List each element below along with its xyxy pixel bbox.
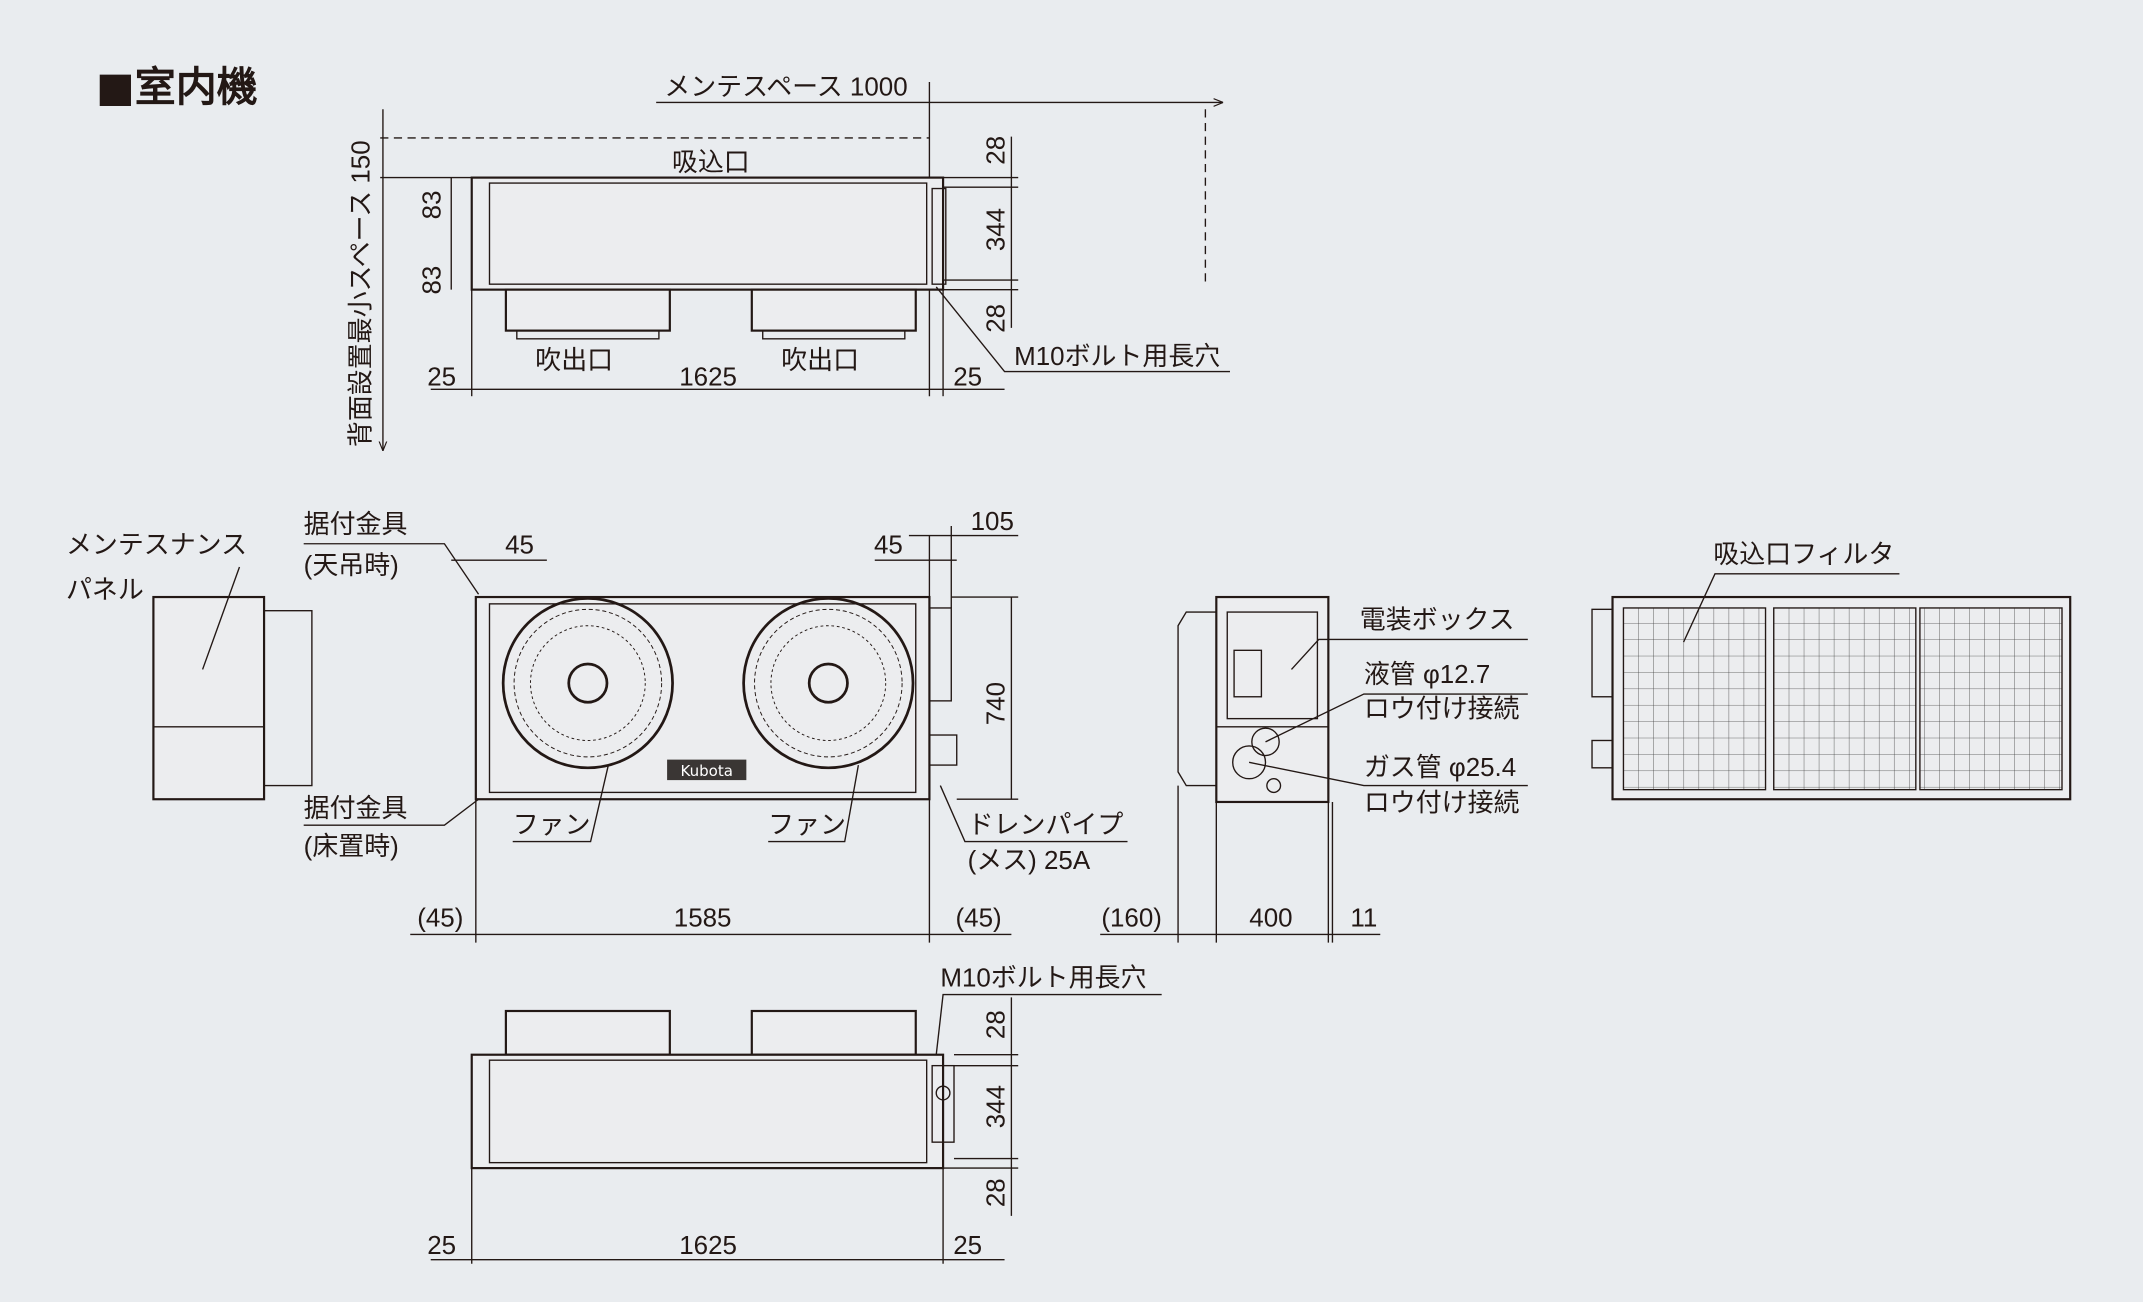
gas-pipe-connection: ロウ付け接続 — [1364, 789, 1520, 818]
gas-pipe-label: ガス管 φ25.4 — [1364, 753, 1516, 782]
dim-11: 11 — [1350, 904, 1377, 932]
logo-text: Kubota — [681, 762, 733, 780]
dim-83: 83 — [418, 191, 446, 220]
intake-label: 吸込口 — [672, 148, 750, 177]
maintenance-panel-label: メンテスナンス — [66, 531, 247, 559]
filter-panel — [1773, 607, 1917, 791]
top-view: メンテスペース 1000 背面設置最小スペース 150 吸込口 吹出口 吹出口 … — [346, 74, 1230, 451]
dim-28: 28 — [983, 304, 1011, 333]
dim-740: 740 — [983, 682, 1011, 725]
liquid-pipe-connection: ロウ付け接続 — [1364, 694, 1520, 723]
electrical-box — [1226, 611, 1319, 720]
bolt-hole-label: M10ボルト用長穴 — [940, 963, 1146, 992]
liquid-pipe-label: 液管 φ12.7 — [1364, 660, 1490, 689]
bracket-floor-note: (床置時) — [304, 832, 399, 861]
filter-panel — [1919, 607, 2063, 791]
unit-outline-side — [1215, 595, 1330, 804]
bottom-view: M10ボルト用長穴 28 344 28 25 1625 25 — [427, 963, 1162, 1264]
dim-25: 25 — [953, 363, 982, 391]
fan-label: ファン — [513, 811, 591, 839]
maint-space-label: メンテスペース 1000 — [664, 74, 907, 102]
bracket-ceiling-note: (天吊時) — [304, 552, 399, 580]
drain-pipe-spec: (メス) 25A — [968, 847, 1091, 875]
dim-45: 45 — [874, 531, 903, 559]
filter-view: 吸込口フィルタ — [1591, 540, 2072, 801]
unit-outline-bottom — [470, 1053, 945, 1170]
dim-25: 25 — [953, 1232, 982, 1260]
dim-1625: 1625 — [679, 363, 737, 391]
dim-28: 28 — [983, 136, 1011, 165]
dim-25: 25 — [427, 1232, 456, 1260]
dim-83: 83 — [418, 266, 446, 295]
dim-28: 28 — [983, 1178, 1011, 1207]
filter-label: 吸込口フィルタ — [1713, 540, 1894, 569]
page-title: ■室内機 — [96, 63, 258, 111]
dim-344: 344 — [983, 1085, 1011, 1128]
dim-28: 28 — [983, 1010, 1011, 1039]
maintenance-panel — [152, 595, 266, 801]
electrical-box-label: 電装ボックス — [1360, 605, 1515, 634]
filter-panel — [1622, 607, 1767, 791]
dim-160: (160) — [1101, 904, 1162, 932]
front-view: メンテスナンス パネル Kubota 据付金具 (天吊時) 据付金具 (床置時)… — [66, 508, 1128, 943]
dim-45-ref: (45) — [956, 904, 1002, 932]
dim-344: 344 — [983, 208, 1011, 251]
outlet-label: 吹出口 — [535, 346, 613, 375]
side-view: 電装ボックス 液管 φ12.7 ロウ付け接続 ガス管 φ25.4 ロウ付け接続 … — [1100, 595, 1528, 943]
bolt-hole-label: M10ボルト用長穴 — [1014, 342, 1220, 371]
dim-25: 25 — [427, 363, 456, 391]
fan-label: ファン — [768, 811, 846, 839]
maintenance-panel-label: パネル — [66, 576, 144, 604]
bracket-floor-label: 据付金具 — [304, 794, 408, 823]
drain-pipe-label: ドレンパイプ — [968, 810, 1124, 839]
dim-400: 400 — [1249, 904, 1292, 932]
dim-45-ref: (45) — [417, 904, 463, 932]
bracket-ceiling-label: 据付金具 — [304, 510, 408, 539]
unit-outline-top — [470, 176, 945, 291]
kubota-logo — [667, 759, 747, 781]
rear-space-label: 背面設置最小スペース 150 — [346, 140, 375, 447]
outlet-label: 吹出口 — [781, 346, 859, 375]
dim-1585: 1585 — [674, 904, 732, 932]
dim-45: 45 — [505, 531, 534, 559]
dim-105: 105 — [971, 508, 1014, 536]
dim-1625: 1625 — [679, 1232, 737, 1260]
